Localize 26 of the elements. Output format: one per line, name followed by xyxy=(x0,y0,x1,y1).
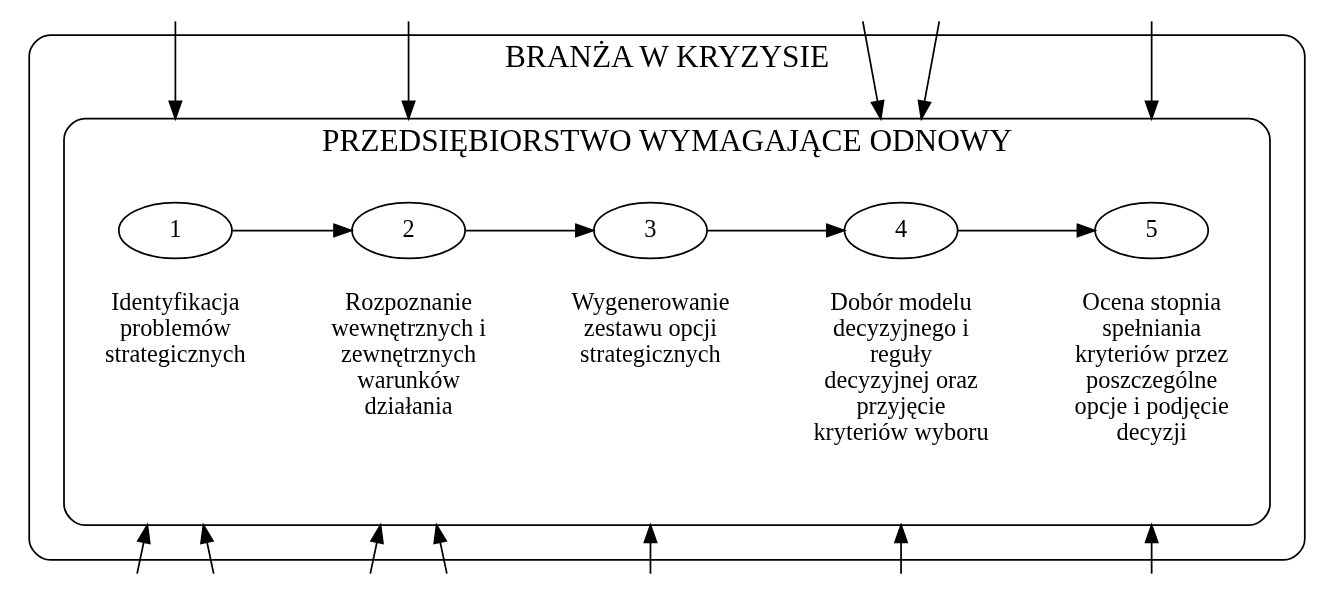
arrow xyxy=(464,222,596,238)
node-label: Ocena stopnia spełniania kryteriów przez poszczególne opcje i podjęcie decyzji xyxy=(1074,287,1229,445)
arrow xyxy=(643,521,658,575)
arrow xyxy=(168,20,183,121)
node-ellipse: 1 xyxy=(117,201,233,259)
node-ellipse: 4 xyxy=(843,201,959,259)
node-label: Identyfikacja problemów strategicznych xyxy=(105,287,246,367)
node-ellipse: 2 xyxy=(351,201,466,259)
arrow xyxy=(200,522,215,575)
node-ellipse: 5 xyxy=(1094,201,1210,259)
node-ellipse: 3 xyxy=(593,201,708,259)
node-label: Dobór modelu decyzyjnego i reguły decyzyjnej oraz przyjęcie kryteriów wyboru xyxy=(813,287,989,445)
arrow xyxy=(401,20,416,121)
node-label: Rozpoznanie wewnętrznych i zewnętrznych warunków działania xyxy=(331,287,487,419)
arrow xyxy=(1144,521,1159,575)
arrow xyxy=(861,20,885,121)
arrow xyxy=(893,521,909,575)
arrow xyxy=(956,222,1098,238)
arrow xyxy=(231,222,355,238)
arrow xyxy=(136,522,151,575)
arrow xyxy=(369,522,384,575)
arrow xyxy=(706,222,847,238)
arrow xyxy=(917,20,941,121)
node-label: Wygenerowanie zestawu opcji strategicznych xyxy=(571,287,730,367)
arrow xyxy=(433,522,448,575)
arrow xyxy=(1144,20,1159,121)
